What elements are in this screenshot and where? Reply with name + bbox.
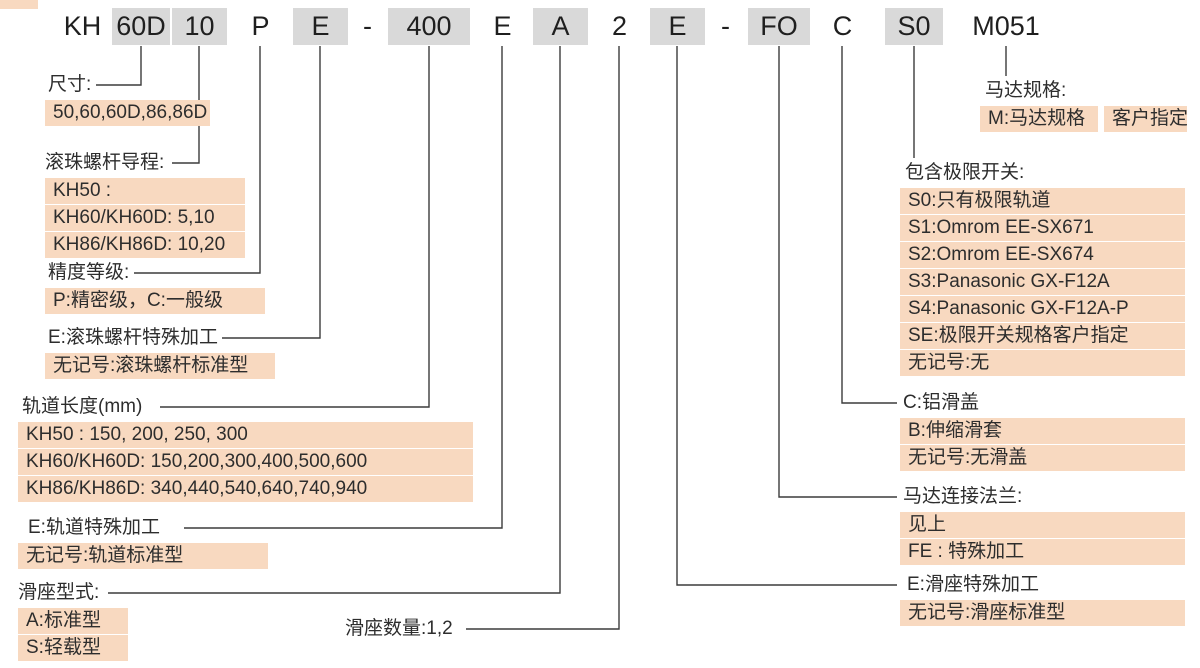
code-segment-series: KH [63,11,102,41]
annotation-lead-title: 滚珠螺杆导程: [45,152,165,173]
annotation-limit-switch-value: S1:Omrom EE-SX671 [900,215,1185,241]
annotation-limit-switch-value: 无记号:无 [900,350,1185,376]
annotation-rail-length-value: KH50 : 150, 200, 250, 300 [18,422,473,448]
corner-decor [0,0,38,9]
annotation-size-value: 50,60,60D,86,86D [45,100,210,126]
code-segment-slider-special: E [650,8,705,45]
code-segment-separator-2: - [721,11,730,41]
annotation-slider-type-value: A:标准型 [18,608,128,634]
annotation-flange-value: 见上 [900,512,1185,538]
code-segment-rail-special: E [493,11,512,41]
annotation-slider-qty: 滑座数量:1,2 [345,618,453,644]
annotation-slider-qty-title: 滑座数量:1,2 [345,618,453,639]
annotation-cover-title: C:铝滑盖 [903,392,980,413]
annotation-lead: 滚珠螺杆导程: KH50 : KH60/KH60D: 5,10 KH86/KH8… [45,152,245,259]
connector-slider-type [108,46,561,594]
annotation-slider-type-value: S:轻载型 [18,635,128,661]
annotation-slider-special-title: E:滑座特殊加工 [907,574,1039,595]
code-segment-size: 60D [112,8,170,45]
connector-slider-qty [466,46,620,630]
annotation-motor-spec-value: 客户指定 [1104,106,1187,132]
annotation-size-title: 尺寸: [48,74,92,95]
annotation-slider-type: 滑座型式: A:标准型 S:轻载型 [18,582,128,662]
code-segment-cover: C [832,11,853,41]
code-segment-motor-spec: M051 [972,11,1040,41]
annotation-rail-length-title: 轨道长度(mm) [22,396,143,417]
code-segment-lead: 10 [172,8,227,45]
code-segment-rail-length: 400 [388,8,470,45]
connector-slider-special [676,46,897,586]
code-segment-flange: FO [748,8,810,45]
code-segment-separator-1: - [363,11,372,41]
annotation-screw-special: E:滚珠螺杆特殊加工 无记号:滚珠螺杆标准型 [45,327,275,380]
annotation-rail-special: E:轨道特殊加工 无记号:轨道标准型 [18,517,268,570]
annotation-slider-special-value: 无记号:滑座标准型 [900,600,1185,626]
annotation-screw-special-value: 无记号:滚珠螺杆标准型 [45,353,275,379]
annotation-slider-special: E:滑座特殊加工 无记号:滑座标准型 [900,574,1185,627]
annotation-lead-value: KH60/KH60D: 5,10 [45,205,245,231]
annotation-flange-title: 马达连接法兰: [903,486,1023,507]
annotation-limit-switch-value: SE:极限开关规格客户指定 [900,323,1185,349]
annotation-flange-value: FE : 特殊加工 [900,539,1185,565]
annotation-accuracy: 精度等级: P:精密级，C:一般级 [45,262,265,315]
annotation-rail-length-value: KH60/KH60D: 150,200,300,400,500,600 [18,449,473,475]
annotation-cover-value: B:伸缩滑套 [900,418,1185,444]
annotation-size: 尺寸: 50,60,60D,86,86D [45,74,210,127]
code-segment-slider-type: A [533,8,588,45]
annotation-motor-spec-title: 马达规格: [985,80,1067,101]
annotation-accuracy-title: 精度等级: [48,262,130,283]
code-segment-accuracy: P [251,11,270,41]
annotation-limit-switch-value: S3:Panasonic GX-F12A [900,269,1185,295]
code-segment-screw-special: E [293,8,348,45]
annotation-limit-switch-title: 包含极限开关: [905,162,1025,183]
annotation-limit-switch-value: S2:Omrom EE-SX674 [900,242,1185,268]
annotation-cover: C:铝滑盖 B:伸缩滑套 无记号:无滑盖 [900,392,1185,472]
annotation-rail-special-value: 无记号:轨道标准型 [18,543,268,569]
annotation-lead-value: KH86/KH86D: 10,20 [45,232,245,258]
annotation-rail-special-title: E:轨道特殊加工 [28,517,160,538]
connector-flange [778,46,897,498]
annotation-lead-value: KH50 : [45,178,245,204]
connector-cover [841,46,897,404]
annotation-limit-switch-value: S4:Panasonic GX-F12A-P [900,296,1185,322]
code-segment-slider-qty: 2 [611,11,628,41]
annotation-limit-switch-value: S0:只有极限轨道 [900,188,1185,214]
annotation-motor-spec: 马达规格: M:马达规格 客户指定 [980,80,1187,132]
annotation-motor-spec-value: M:马达规格 [980,106,1098,132]
annotation-screw-special-title: E:滚珠螺杆特殊加工 [48,327,218,348]
code-segment-limit-switch: S0 [885,8,943,45]
annotation-rail-length-value: KH86/KH86D: 340,440,540,640,740,940 [18,476,473,502]
annotation-limit-switch: 包含极限开关: S0:只有极限轨道 S1:Omrom EE-SX671 S2:O… [900,162,1185,377]
annotation-cover-value: 无记号:无滑盖 [900,445,1185,471]
annotation-accuracy-value: P:精密级，C:一般级 [45,288,265,314]
annotation-slider-type-title: 滑座型式: [18,582,100,603]
annotation-rail-length: 轨道长度(mm) KH50 : 150, 200, 250, 300 KH60/… [18,396,473,503]
annotation-flange: 马达连接法兰: 见上 FE : 特殊加工 [900,486,1185,566]
